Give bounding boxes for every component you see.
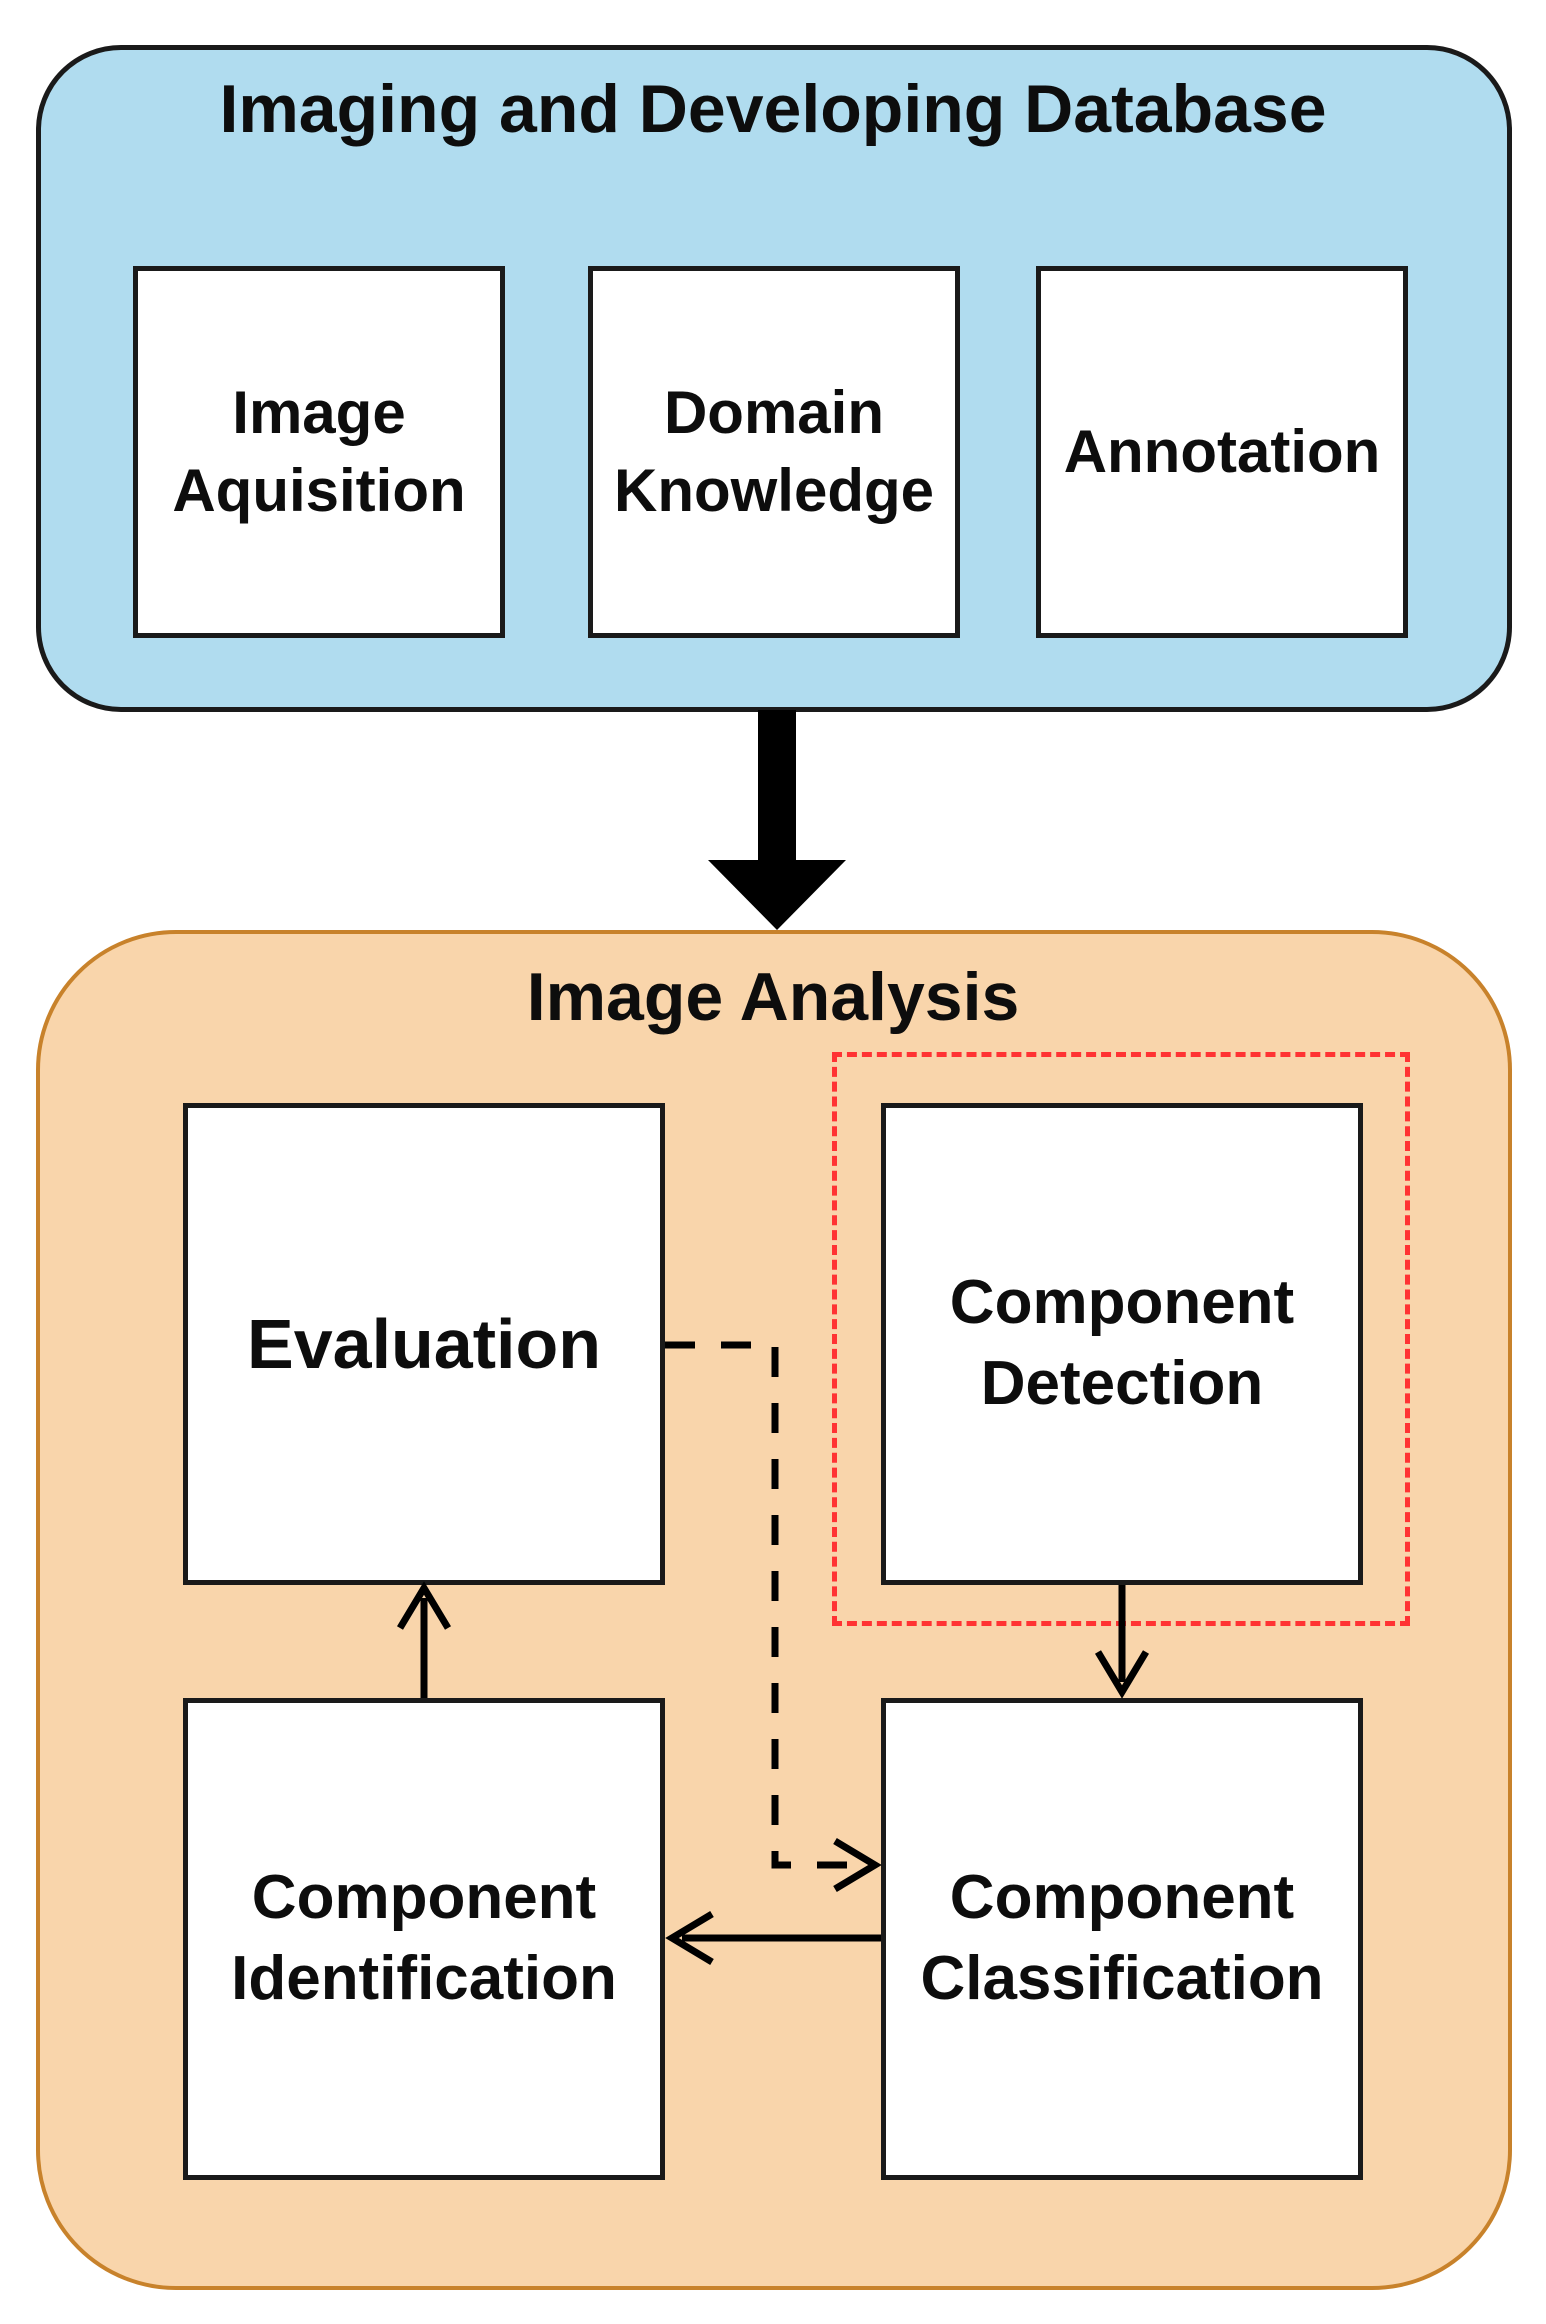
database-title: Imaging and Developing Database	[219, 71, 1327, 147]
evaluation-box: Evaluation	[183, 1103, 665, 1585]
component-identification-box: Component Identification	[183, 1698, 665, 2180]
image-acquisition-box: Image Aquisition	[133, 266, 505, 638]
annotation-box: Annotation	[1036, 266, 1408, 638]
database-to-analysis-arrow	[708, 710, 846, 930]
domain-knowledge-box: Domain Knowledge	[588, 266, 960, 638]
component-classification-box: Component Classification	[881, 1698, 1363, 2180]
analysis-title: Image Analysis	[526, 959, 1020, 1035]
component-detection-box: Component Detection	[881, 1103, 1363, 1585]
